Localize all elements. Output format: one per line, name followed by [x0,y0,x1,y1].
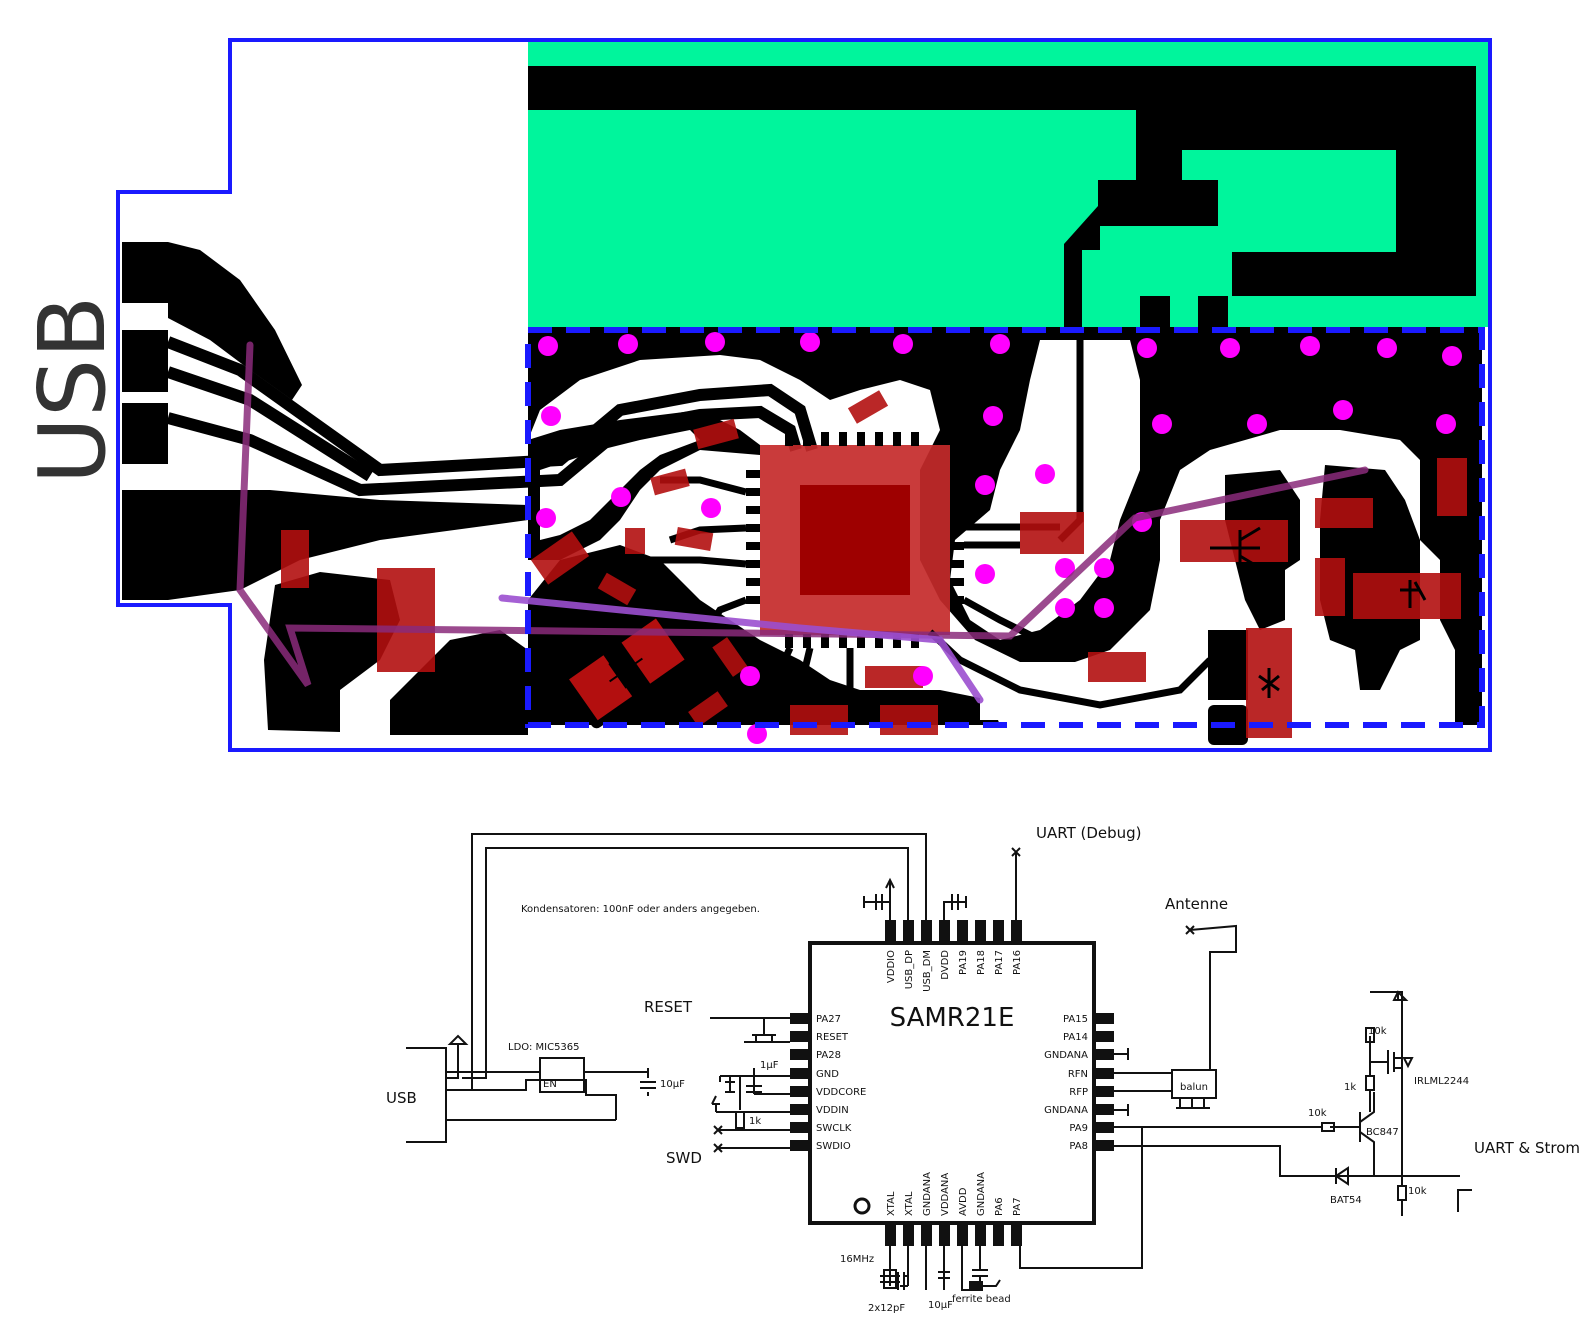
shield-dashed-outline [525,327,1485,728]
ground-island-left [264,572,400,732]
label-diode: BAT54 [1330,1195,1362,1206]
pin-bottom-xtal: XTAL [886,1191,897,1216]
jumper-wires [236,341,1369,704]
label-r-1k-right: 1k [1344,1082,1356,1093]
label-ldo: LDO: MIC5365 [508,1042,580,1053]
pin-top-usb_dp: USB_DP [904,950,915,989]
usb-connector-label: USB [19,296,126,485]
label-crystal: 16MHz [840,1254,874,1265]
label-swd: SWD [666,1149,702,1167]
pin-top-pa19: PA19 [958,950,969,975]
usb-shield-bottom [168,490,528,600]
label-uart-strom: UART & Strom [1474,1139,1580,1157]
pin-top-vddio: VDDIO [886,950,897,983]
pin-left-swclk: SWCLK [816,1123,852,1134]
pins-right [1094,1013,1114,1151]
capacitor-note: Kondensatoren: 100nF oder anders angegeb… [521,904,760,915]
copper-right-3 [1208,630,1248,700]
pin-left-gnd: GND [816,1069,839,1080]
usb-pad-1 [122,242,168,303]
antenna-feed-stub [1140,296,1170,328]
pin-bottom-pa6: PA6 [994,1197,1005,1216]
pin-right-rfp: RFP [1069,1087,1088,1098]
label-mosfet: IRLML2244 [1414,1076,1469,1087]
label-cap-10uf: 10µF [660,1079,685,1090]
clearance-mid [950,340,1140,640]
pin-left-vddin: VDDIN [816,1105,849,1116]
pin-right-rfn: RFN [1068,1069,1088,1080]
pin-top-usb_dm: USB_DM [922,950,933,992]
pin-top-pa16: PA16 [1012,950,1023,975]
usb-shield-top [168,242,302,400]
pin-right-pa8: PA8 [1069,1141,1088,1152]
component-pads [281,390,1467,738]
label-antenne: Antenne [1165,895,1228,913]
label-cap-1uf: 1µF [760,1060,779,1071]
label-transistor: BC847 [1366,1127,1399,1138]
chip-pad-inner [800,485,910,595]
pin-right-pa9: PA9 [1069,1123,1088,1134]
pin-right-pa15: PA15 [1063,1014,1088,1025]
pin-labels: VDDIO USB_DP USB_DM DVDD PA19 PA18 PA17 PA16XTA… [816,950,1088,1216]
label-uart-debug: UART (Debug) [1036,824,1142,842]
pin-left-reset: RESET [816,1032,849,1043]
pin-bottom-avdd: AVDD [958,1187,969,1216]
usb-trace-dm [166,405,802,497]
usb-pad-2 [122,330,168,392]
pin-left-pa28: PA28 [816,1050,841,1061]
label-ferrite: ferrite bead [952,1294,1011,1305]
ldo-box [539,1057,585,1093]
label-crystal-caps: 2x12pF [868,1303,905,1314]
label-usb: USB [386,1089,417,1107]
chip-name: SAMR21E [890,1003,1015,1033]
pin1-marker [853,1197,871,1215]
label-res-1k: 1k [749,1116,761,1127]
usb-connector-lines [406,1047,447,1143]
pin-top-dvdd: DVDD [940,950,951,980]
chip-pins [746,432,964,648]
pin-right-gndana: GNDANA [1044,1050,1088,1061]
label-r-10k-bottom: 10k [1408,1186,1427,1197]
label-r-10k-base: 10k [1308,1108,1327,1119]
pins-bottom [885,1223,1022,1246]
label-cap-10uf-bottom: 10µF [928,1300,953,1311]
label-en: EN [543,1079,557,1090]
pin-left-pa27: PA27 [816,1014,841,1025]
usb-trace-dp [165,336,818,477]
label-r-10k-top: 10k [1368,1026,1387,1037]
pins-top [885,920,1022,943]
usb-pad-3 [122,403,168,464]
pin-bottom-gndana: GNDANA [976,1172,987,1216]
chip-body [808,941,1096,1225]
pin-right-gndana: GNDANA [1044,1105,1088,1116]
usb-pad-4 [122,490,168,600]
pin-top-pa17: PA17 [994,950,1005,975]
ground-island-center [390,630,528,735]
balun-box [1171,1069,1217,1099]
antenna-feed-stub-2 [1198,296,1228,328]
label-balun: balun [1180,1082,1208,1093]
pin-left-swdio: SWDIO [816,1141,851,1152]
usb-dm-line [462,847,909,1079]
pin-top-pa18: PA18 [976,950,987,975]
pin-bottom-pa7: PA7 [1012,1197,1023,1216]
vias [536,332,1462,744]
pin-bottom-vddana: VDDANA [940,1173,951,1216]
pins-left [790,1013,810,1151]
silk-symbols [1210,526,1427,698]
label-reset: RESET [644,998,693,1016]
pin-bottom-gndana: GNDANA [922,1172,933,1216]
pcb-layout: USB [19,38,1492,752]
pin-right-pa14: PA14 [1063,1032,1088,1043]
pin-left-vddcore: VDDCORE [816,1087,866,1098]
pin-bottom-xtal: XTAL [904,1191,915,1216]
antenna-trace [528,66,1476,328]
